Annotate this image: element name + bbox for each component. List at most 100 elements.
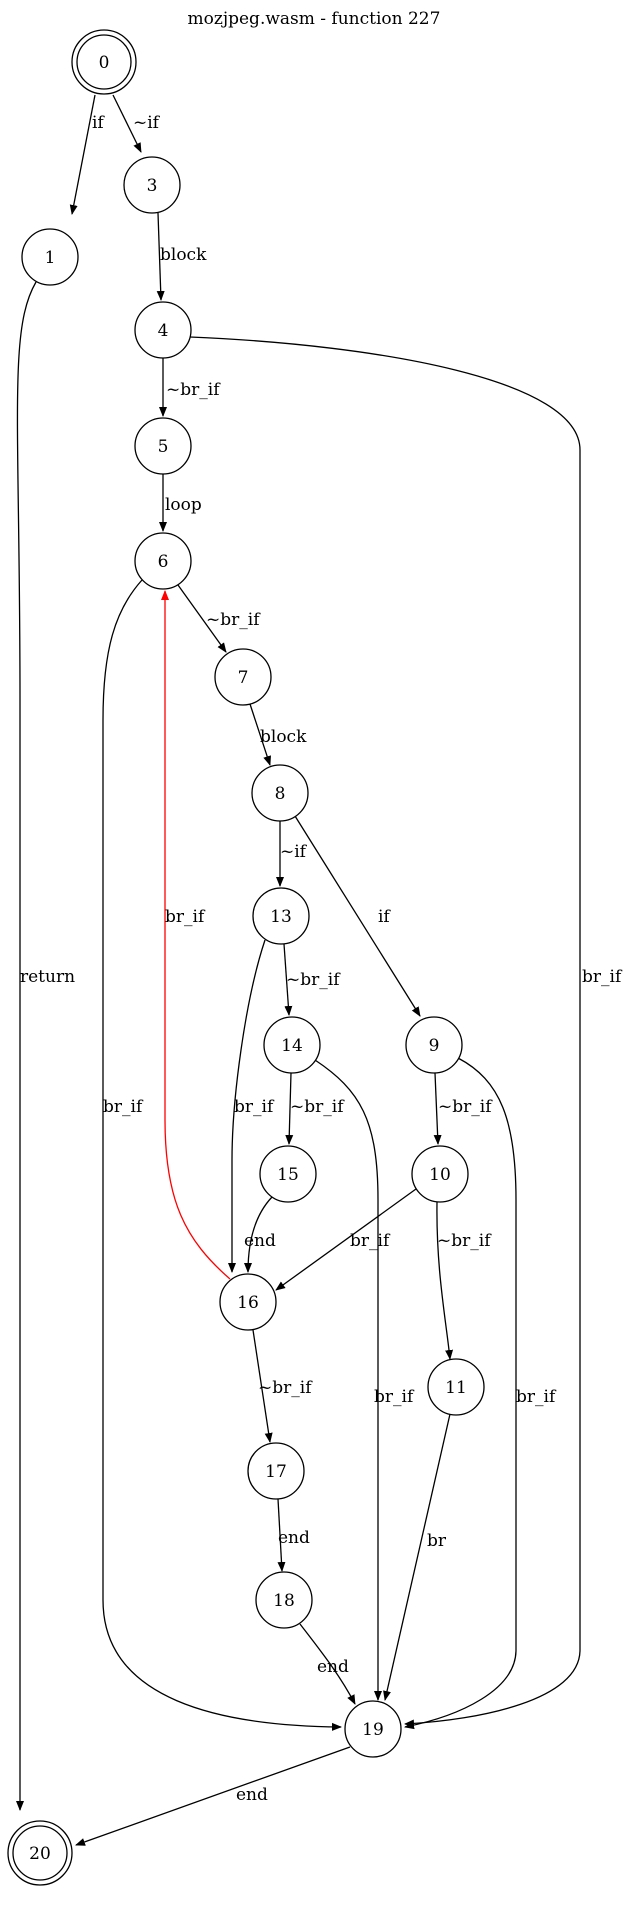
edge-15-16: end (244, 1196, 276, 1273)
node-label: 13 (270, 907, 292, 927)
node-label: 17 (265, 1462, 287, 1482)
node-label: 19 (362, 1720, 384, 1740)
node-11: 11 (427, 1358, 485, 1416)
node-label: 5 (158, 437, 169, 457)
node-1: 1 (21, 228, 79, 286)
graph-title: mozjpeg.wasm - function 227 (188, 9, 441, 29)
edge-5-6: loop (159, 474, 202, 532)
edge-0-3: ~if (112, 94, 161, 153)
node-inner-circle (12, 1825, 68, 1881)
edge-label: block (260, 727, 307, 747)
node-3: 3 (123, 156, 181, 214)
edge-line (16, 281, 37, 1811)
edges-layer: if ~if return block ~br_if br_if loop ~br_if br_… (16, 94, 623, 1846)
edge-16-17: ~br_if (252, 1329, 313, 1443)
node-7: 7 (214, 648, 272, 706)
edge-label: end (278, 1528, 310, 1548)
edge-label: ~br_if (258, 1378, 313, 1398)
node-19: 19 (344, 1700, 402, 1758)
edge-line (252, 1329, 273, 1443)
edge-14-19: br_if (314, 1059, 415, 1701)
node-label: 1 (45, 248, 56, 268)
edge-line (189, 336, 581, 1728)
edge-8-9: if (294, 815, 421, 1017)
edge-6-7: ~br_if (177, 584, 261, 653)
edge-label: return (20, 967, 75, 987)
node-circle (219, 1273, 277, 1331)
edge-label: end (317, 1657, 349, 1677)
edge-13-16: br_if (228, 939, 275, 1273)
edge-label: ~br_if (438, 1097, 493, 1117)
node-label: 20 (29, 1844, 51, 1864)
node-inner-circle (76, 34, 132, 90)
edge-label: br_if (234, 1097, 275, 1117)
edge-label: br_if (582, 967, 623, 987)
node-circle (21, 228, 79, 286)
edge-line (249, 703, 271, 766)
node-10: 10 (411, 1145, 469, 1203)
node-circle (134, 301, 192, 359)
node-circle (251, 764, 309, 822)
edge-line (299, 1623, 356, 1705)
node-circle (252, 887, 310, 945)
node-label: 6 (158, 552, 169, 572)
edge-line (228, 939, 266, 1273)
edge-14-15: ~br_if (285, 1072, 345, 1145)
edge-label: br (427, 1531, 447, 1551)
edge-label: ~if (280, 842, 308, 862)
edge-line (436, 1201, 454, 1360)
edge-label: end (244, 1231, 276, 1251)
edge-label: br_if (374, 1387, 415, 1407)
node-label: 10 (429, 1165, 451, 1185)
edge-10-16: br_if (275, 1188, 417, 1291)
node-label: 0 (99, 53, 110, 73)
node-label: 4 (158, 321, 169, 341)
edge-line (433, 1072, 442, 1145)
node-20: 20 (7, 1820, 73, 1886)
node-label: 15 (277, 1165, 299, 1185)
edge-line (244, 1196, 273, 1273)
edge-6-19: br_if (102, 579, 342, 1731)
edge-3-4: block (156, 212, 207, 301)
node-label: 11 (445, 1378, 467, 1398)
node-label: 16 (237, 1293, 259, 1313)
edge-label: if (92, 113, 105, 133)
edge-line (294, 815, 421, 1017)
node-label: 3 (147, 176, 158, 196)
edge-label: ~br_if (437, 1231, 492, 1251)
edge-19-20: end (75, 1746, 351, 1846)
edge-line (275, 1188, 417, 1291)
edge-label: ~br_if (206, 610, 261, 630)
node-circle (263, 1016, 321, 1074)
edge-label: block (160, 245, 207, 265)
edge-line (283, 943, 293, 1016)
node-14: 14 (263, 1016, 321, 1074)
node-18: 18 (255, 1571, 313, 1629)
edge-18-19: end (299, 1623, 356, 1705)
edge-17-18: end (277, 1498, 310, 1572)
node-circle (411, 1145, 469, 1203)
node-circle (214, 648, 272, 706)
node-circle (7, 1820, 73, 1886)
node-label: 18 (273, 1591, 295, 1611)
node-circle (123, 156, 181, 214)
node-label: 8 (275, 784, 286, 804)
node-circle (71, 29, 137, 95)
edge-line (69, 94, 96, 215)
edge-line (112, 94, 142, 153)
node-5: 5 (134, 417, 192, 475)
node-8: 8 (251, 764, 309, 822)
edge-line (404, 1057, 517, 1730)
edge-label: br_if (165, 907, 206, 927)
edge-label: if (378, 907, 391, 927)
edge-label: br_if (516, 1387, 557, 1407)
edge-line (156, 212, 165, 301)
node-label: 14 (281, 1036, 303, 1056)
edge-0-1: if (69, 94, 105, 215)
node-0: 0 (71, 29, 137, 95)
edge-9-10: ~br_if (433, 1072, 493, 1145)
edge-9-19: br_if (404, 1057, 557, 1730)
node-17: 17 (247, 1442, 305, 1500)
